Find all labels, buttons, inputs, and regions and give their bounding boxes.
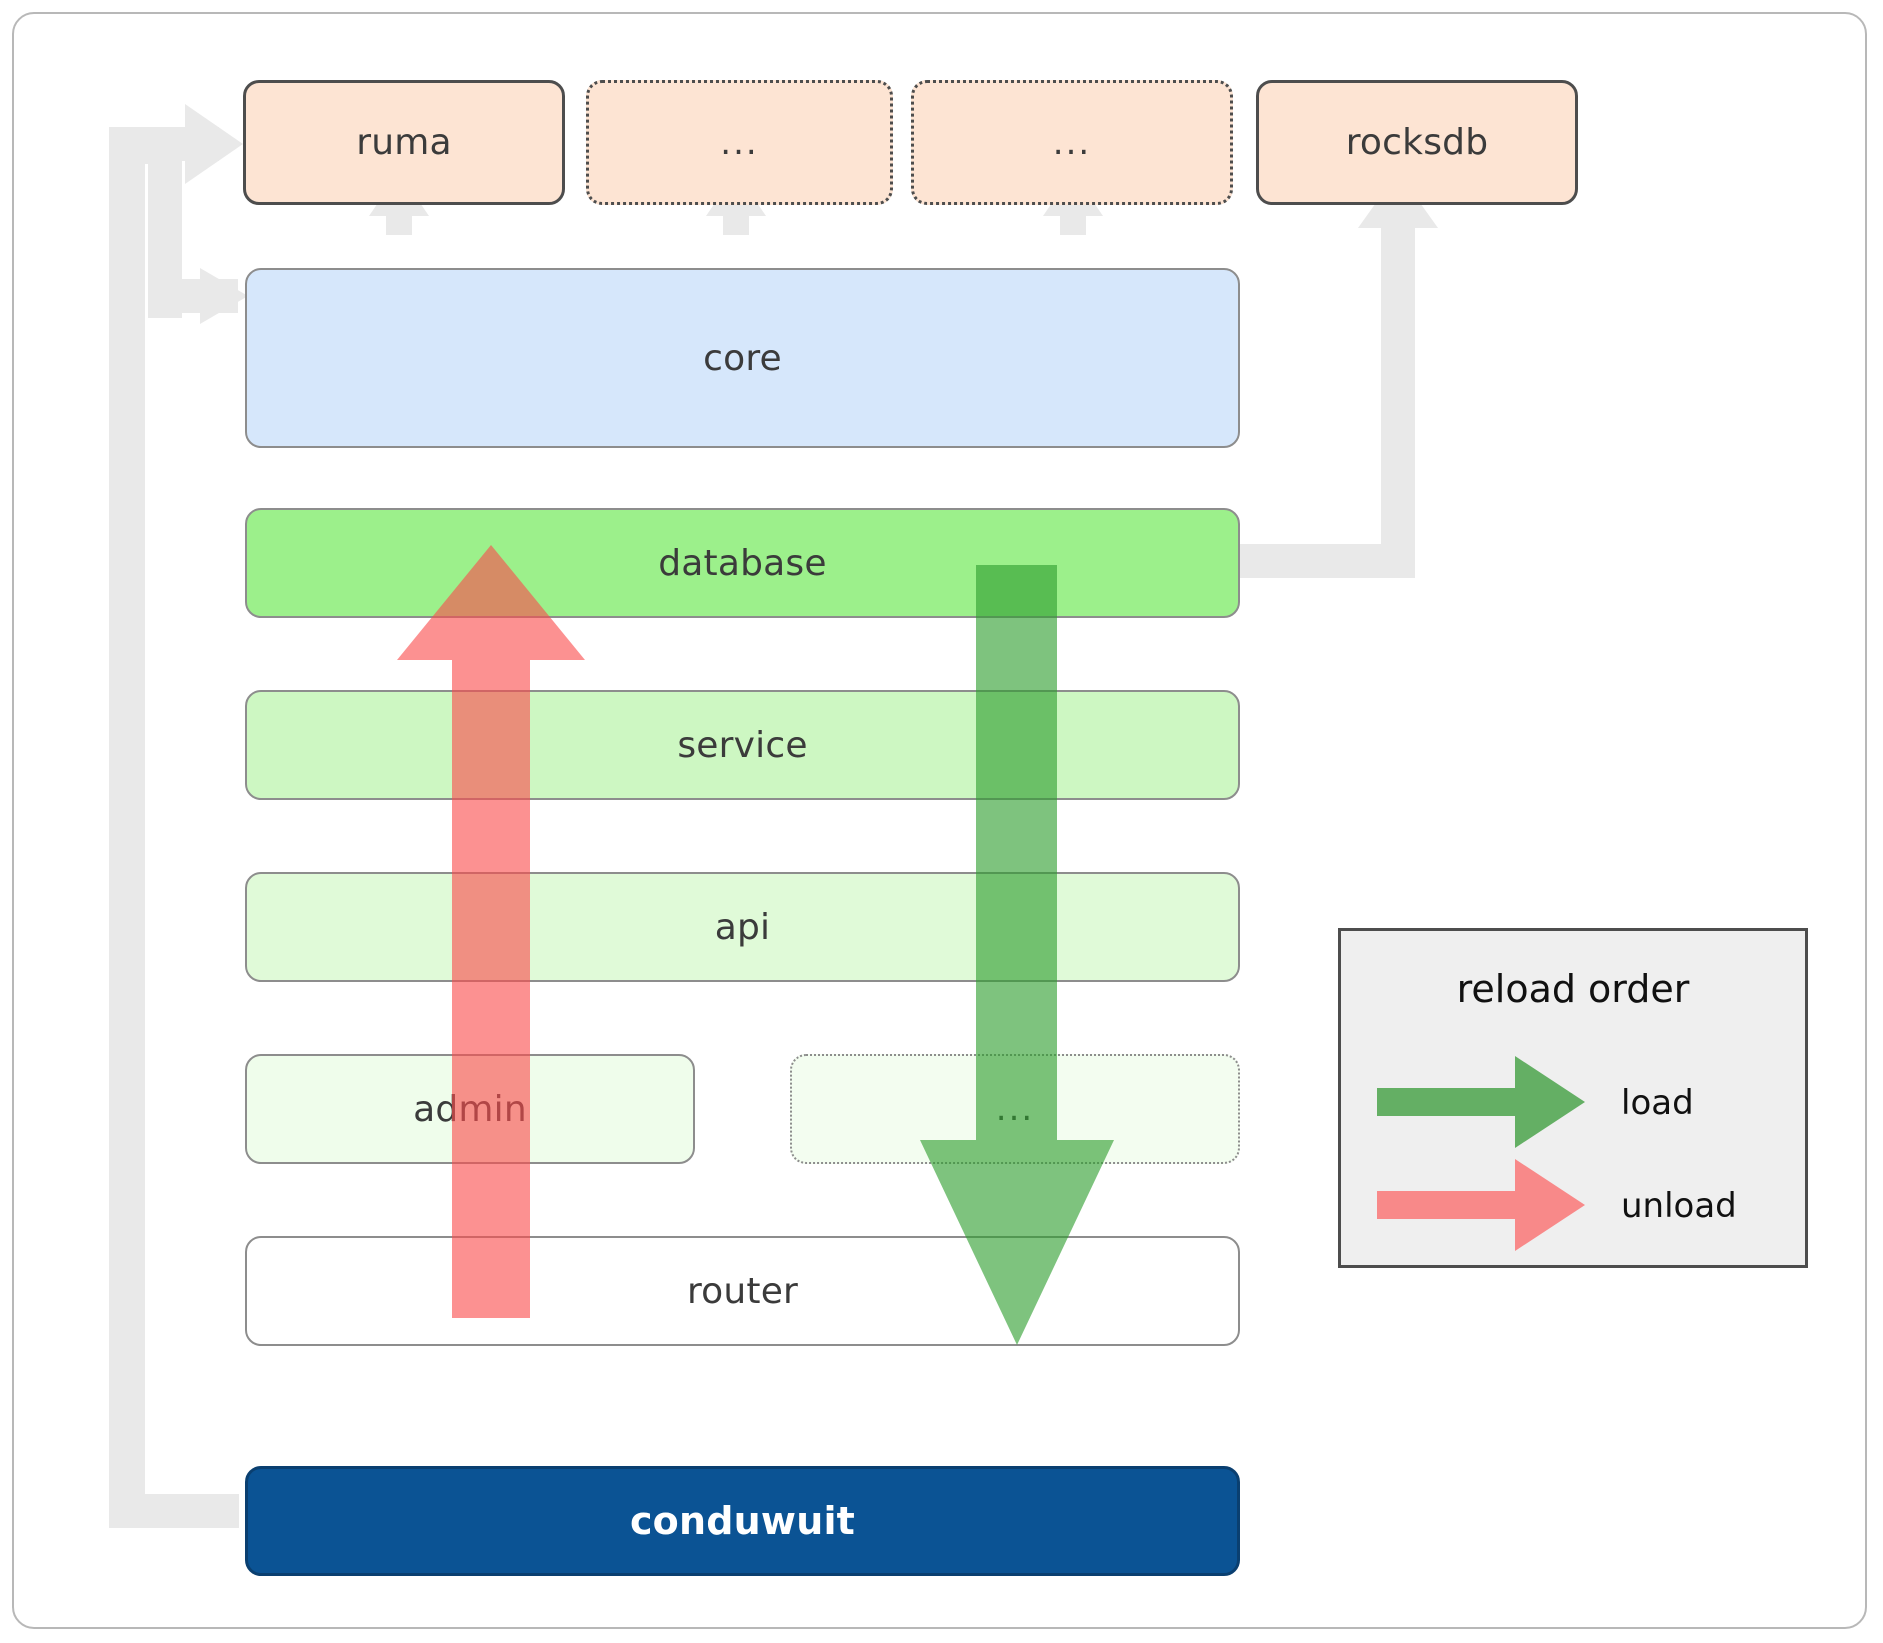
module-router[interactable]: router [245, 1236, 1240, 1346]
module-placeholder-label: ... [995, 1089, 1035, 1129]
crate-ruma[interactable]: ruma [243, 80, 565, 205]
binary-conduwuit[interactable]: conduwuit [245, 1466, 1240, 1576]
crate-rocksdb[interactable]: rocksdb [1256, 80, 1578, 205]
module-core[interactable]: core [245, 268, 1240, 448]
module-router-label: router [686, 1270, 799, 1312]
module-api[interactable]: api [245, 872, 1240, 982]
module-core-label: core [703, 337, 782, 379]
crate-placeholder-1-label: ... [720, 122, 759, 163]
binary-conduwuit-label: conduwuit [629, 1499, 856, 1543]
legend-unload-arrow-icon [1377, 1159, 1585, 1251]
module-admin-label: admin [413, 1088, 527, 1130]
module-database-label: database [658, 542, 827, 584]
legend-unload-label: unload [1621, 1186, 1737, 1226]
legend-load-arrow-icon [1377, 1056, 1585, 1148]
crate-placeholder-2-label: ... [1052, 122, 1092, 163]
diagram-frame [12, 12, 1867, 1629]
module-service[interactable]: service [245, 690, 1240, 800]
legend-load-label: load [1621, 1083, 1694, 1123]
crate-placeholder-2[interactable]: ... [911, 80, 1233, 205]
crate-rocksdb-label: rocksdb [1345, 122, 1489, 163]
legend-reload-order: reload order load unload [1338, 928, 1808, 1268]
crate-placeholder-1[interactable]: ... [586, 80, 893, 205]
legend-title: reload order [1456, 967, 1690, 1011]
module-placeholder[interactable]: ... [790, 1054, 1240, 1164]
module-service-label: service [677, 724, 808, 766]
module-admin[interactable]: admin [245, 1054, 695, 1164]
crate-ruma-label: ruma [356, 122, 452, 163]
module-database[interactable]: database [245, 508, 1240, 618]
module-api-label: api [714, 906, 771, 948]
